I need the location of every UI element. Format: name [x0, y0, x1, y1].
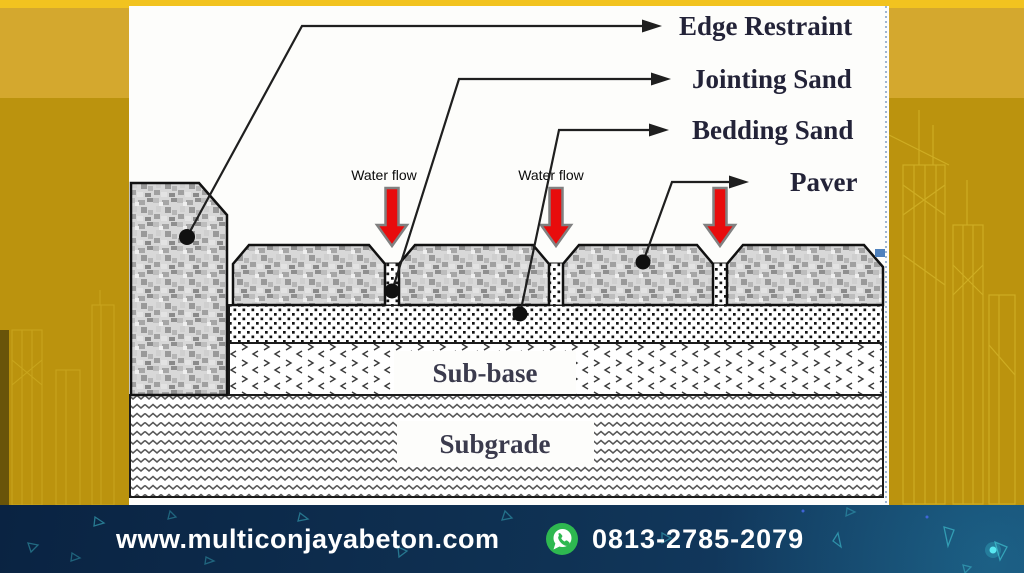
jointing-sand-column-3	[712, 262, 728, 306]
callout-line-bedding-sand	[518, 128, 649, 315]
triangle-decoration	[27, 542, 40, 554]
sub-base-label: Sub-base	[432, 358, 537, 388]
paver-block-2	[397, 243, 551, 307]
callout-dot-jointing-sand	[384, 283, 400, 299]
triangle-decoration	[943, 526, 955, 549]
triangle-decoration	[93, 515, 106, 527]
jointing-sand-column-2	[548, 262, 564, 306]
speck-decoration	[801, 509, 805, 513]
website-text: www.multiconjayabeton.com	[116, 524, 500, 554]
callout-dot-edge-restraint	[179, 229, 195, 245]
water-flow-arrow-icon-2	[538, 186, 574, 249]
subgrade-label-box	[397, 421, 594, 466]
callout-label-bedding-sand: Bedding Sand	[692, 115, 853, 145]
callout-line-paver	[641, 180, 729, 263]
callout-arrowhead-bedding-sand	[649, 123, 669, 137]
triangle-decoration	[501, 509, 514, 521]
background-dark-sliver	[0, 330, 9, 505]
footer-bar: www.multiconjayabeton.com 0813-2785-2079	[0, 505, 1024, 573]
triangle-decoration	[845, 507, 857, 518]
callout-label-edge-restraint: Edge Restraint	[679, 11, 852, 41]
bedding-sand-layer	[228, 304, 884, 344]
callout-label-jointing-sand: Jointing Sand	[692, 64, 852, 94]
subgrade-label: Subgrade	[439, 429, 550, 459]
callout-arrowhead-paver	[729, 175, 749, 189]
diagram-panel: Sub-base Subgrade Water flow Water flow	[129, 6, 889, 505]
water-flow-label-2: Water flow	[518, 167, 584, 183]
triangle-decoration	[661, 531, 673, 545]
callout-label-paver: Paver	[790, 167, 857, 197]
speck-decoration	[925, 515, 929, 519]
paver-block-1	[231, 243, 387, 307]
triangle-decoration	[962, 564, 973, 573]
triangle-decoration	[297, 511, 310, 522]
callout-dot-paver	[635, 254, 651, 270]
paver-block-3	[561, 243, 715, 307]
phone-number: 0813-2785-2079	[592, 524, 805, 554]
water-flow-arrow-icon-1	[374, 186, 410, 249]
edge-restraint-block	[129, 181, 229, 397]
callout-dot-bedding-sand	[512, 306, 528, 322]
triangle-decoration	[70, 551, 82, 562]
whatsapp-icon	[546, 523, 578, 555]
callout-arrowhead-edge-restraint	[642, 19, 662, 33]
callout-line-edge-restraint	[186, 24, 642, 238]
glow-dot	[989, 546, 997, 554]
sub-base-label-box	[394, 351, 576, 394]
background-gold-top-strip	[0, 0, 1024, 8]
triangle-decoration	[994, 540, 1008, 562]
triangle-decoration	[397, 545, 409, 559]
triangle-decoration	[204, 556, 216, 565]
triangle-decoration	[832, 531, 842, 549]
water-flow-arrow-icon-3	[702, 186, 738, 249]
triangle-decoration	[167, 509, 178, 520]
water-flow-label-1: Water flow	[351, 167, 417, 183]
paver-block-4	[725, 243, 885, 307]
callout-arrowhead-jointing-sand	[651, 72, 671, 86]
callout-line-jointing-sand	[390, 77, 651, 292]
triangle-decorations	[27, 507, 1008, 573]
selection-handle	[875, 249, 885, 257]
